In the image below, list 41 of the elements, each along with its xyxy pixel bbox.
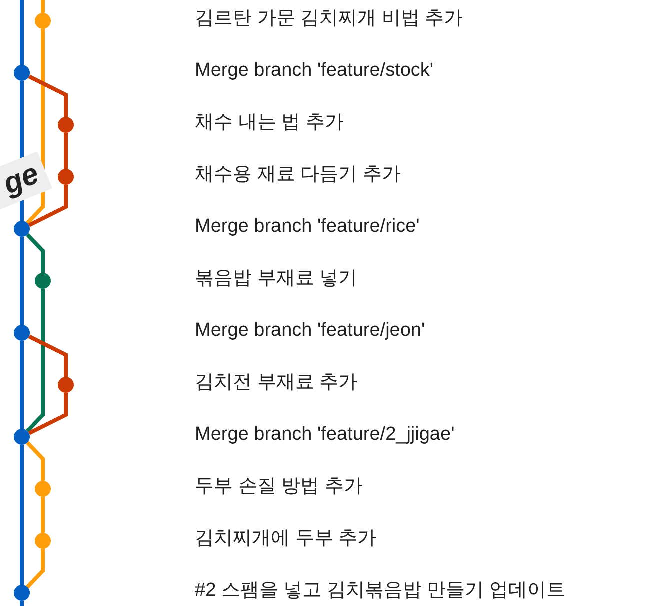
branch-line	[26, 233, 45, 273]
branch-line	[41, 0, 45, 13]
branch-line	[20, 0, 24, 65]
commit-message: Merge branch 'feature/rice'	[195, 215, 420, 239]
branch-line	[26, 29, 45, 225]
commit-dot	[14, 325, 30, 341]
commit-dot	[58, 117, 74, 133]
commit-message: 두부 손질 방법 추가	[195, 475, 363, 499]
commit-dot	[14, 585, 30, 601]
commit-dot	[14, 65, 30, 81]
commit-dot	[14, 221, 30, 237]
commit-message: Merge branch 'feature/jeon'	[195, 319, 426, 343]
branch-line	[64, 133, 68, 169]
branch-line	[41, 497, 45, 533]
branch-line	[26, 289, 45, 433]
commit-dot	[58, 377, 74, 393]
commit-dot	[58, 169, 74, 185]
branch-line	[28, 393, 68, 436]
commit-dot	[14, 429, 30, 445]
commit-message: 김치전 부재료 추가	[195, 371, 358, 395]
branch-line	[20, 445, 24, 585]
branch-line	[28, 334, 68, 377]
commit-message: 김치찌개에 두부 추가	[195, 527, 377, 551]
branch-line	[26, 441, 45, 481]
commit-message: 채수용 재료 다듬기 추가	[195, 163, 401, 187]
commit-message: Merge branch 'feature/stock'	[195, 59, 434, 83]
commit-dot	[35, 13, 51, 29]
commit-dot	[35, 533, 51, 549]
branch-line	[28, 74, 68, 117]
commit-message: 채수 내는 법 추가	[195, 111, 344, 135]
commit-message: 볶음밥 부재료 넣기	[195, 267, 358, 291]
branch-line	[26, 549, 45, 589]
branch-line	[20, 341, 24, 429]
branch-line	[28, 185, 68, 228]
branch-line	[20, 237, 24, 325]
commit-message: 김르탄 가문 김치찌개 비법 추가	[195, 7, 464, 31]
commit-dot	[35, 481, 51, 497]
commit-dot	[35, 273, 51, 289]
branch-line	[20, 601, 24, 606]
commit-message: Merge branch 'feature/2_jjigae'	[195, 423, 455, 447]
commit-message: #2 스팸을 넣고 김치볶음밥 만들기 업데이트	[195, 579, 566, 603]
